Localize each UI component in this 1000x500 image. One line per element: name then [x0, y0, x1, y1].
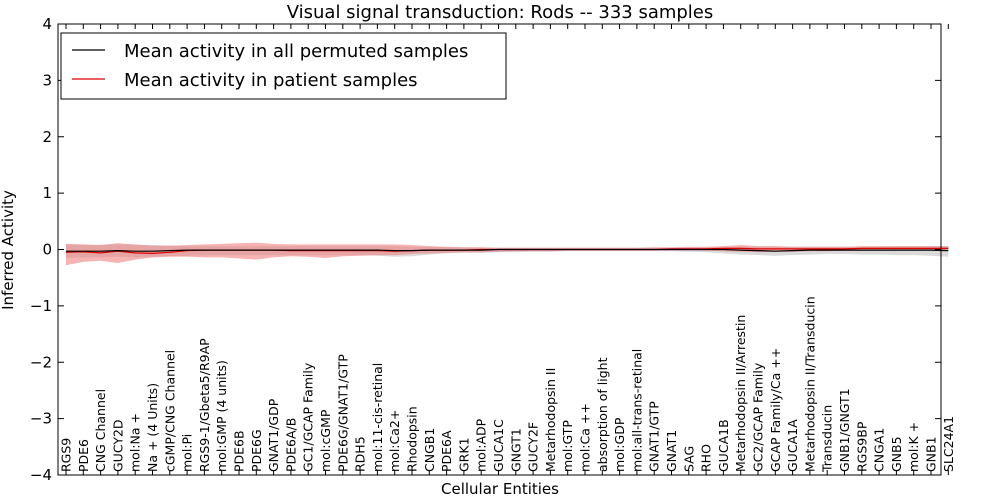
x-tick-label: RGS9-1/Gbeta5/R9AP — [197, 338, 212, 472]
x-tick-label: GNB5 — [889, 436, 904, 472]
x-tick-label: GNAT1/GDP — [266, 398, 281, 472]
x-tick-label: mol:ADP — [474, 418, 489, 472]
x-tick-label: mol:Na + — [128, 413, 143, 472]
x-tick-label: CNGB1 — [422, 428, 437, 472]
x-tick-label: Na + (4 Units) — [145, 383, 160, 472]
x-tick-label: mol:GTP — [560, 420, 575, 472]
x-tick-label: mol:Pi — [180, 434, 195, 472]
legend-frame — [60, 32, 507, 100]
legend-label-patient: Mean activity in patient samples — [124, 70, 418, 91]
x-tick-label: PDE6 — [76, 439, 91, 472]
legend-label-permuted: Mean activity in all permuted samples — [124, 41, 468, 62]
y-tick-label: 1 — [42, 184, 52, 202]
x-tick-label: mol:all-trans-retinal — [629, 349, 644, 472]
x-tick-label: Transducin — [820, 405, 835, 473]
x-tick-label: Metarhodopsin II/Transducin — [802, 296, 817, 472]
x-tick-label: GUCA1C — [491, 419, 506, 472]
x-tick-label: absorption of light — [595, 357, 610, 472]
x-tick-label: GNB1 — [924, 436, 939, 472]
x-tick-label: mol:K + — [906, 422, 921, 472]
x-tick-label: mol:Ca ++ — [578, 403, 593, 472]
x-tick-label: RDH5 — [353, 436, 368, 472]
x-tick-label: GNB1/GNGT1 — [837, 388, 852, 472]
confidence-bands — [66, 242, 949, 266]
x-tick-label: CNG Channel — [93, 389, 108, 472]
x-tick-label: GUCA1A — [785, 419, 800, 472]
x-tick-label: SAG — [681, 446, 696, 472]
y-tick-label: −4 — [30, 466, 52, 484]
x-tick-label: GCAP Family/Ca ++ — [768, 348, 783, 472]
x-tick-label: CNGA1 — [872, 428, 887, 472]
y-axis: −4 −3 −2 −1 0 1 2 3 4 — [30, 15, 941, 484]
y-tick-label: 4 — [42, 15, 52, 33]
x-tick-label: mol:cGMP — [318, 409, 333, 472]
x-tick-label: PDE6G — [249, 429, 264, 472]
y-tick-label: −3 — [30, 410, 52, 428]
x-tick-label: mol:GDP — [612, 417, 627, 472]
x-tick-label: RGS9 — [59, 438, 74, 472]
y-tick-label: 0 — [42, 241, 52, 259]
x-axis-label: Cellular Entities — [441, 480, 559, 498]
y-tick-label: 3 — [42, 71, 52, 89]
x-tick-label: GRK1 — [456, 437, 471, 472]
x-tick-label: PDE6G/GNAT1/GTP — [335, 354, 350, 472]
x-tick-label: mol:Ca2+ — [387, 410, 402, 472]
x-tick-label: GC2/GCAP Family — [751, 362, 766, 472]
x-tick-label: PDE6A — [439, 430, 454, 472]
x-tick-label: Rhodopsin — [405, 406, 420, 472]
x-tick-label: mol:GMP (4 units) — [214, 360, 229, 472]
x-tick-label: RGS9BP — [854, 421, 869, 472]
x-tick-label: Metarhodopsin II/Arrestin — [733, 315, 748, 472]
x-tick-label: Metarhodopsin II — [543, 368, 558, 472]
x-tick-label: RHO — [699, 444, 714, 472]
x-tick-label: GUCA1B — [716, 419, 731, 472]
y-axis-label: Inferred Activity — [0, 190, 17, 310]
x-tick-label: GC1/GCAP Family — [301, 362, 316, 472]
x-tick-label: PDE6B — [232, 430, 247, 472]
x-tick-label: PDE6A/B — [283, 418, 298, 472]
mean-lines — [65, 247, 949, 255]
x-tick-label: cGMP/CNG Channel — [162, 350, 177, 472]
x-tick-label: GNAT1 — [664, 430, 679, 472]
x-tick-label: SLC24A1 — [941, 416, 956, 472]
y-tick-label: −2 — [30, 353, 52, 371]
permuted-mean-line — [66, 248, 949, 252]
chart-title: Visual signal transduction: Rods -- 333 … — [287, 2, 714, 23]
x-tick-label: GNAT1/GTP — [647, 401, 662, 472]
x-tick-label: mol:11-cis-retinal — [370, 363, 385, 472]
legend: Mean activity in all permuted samples Me… — [60, 32, 507, 100]
x-tick-label: GUCY2F — [526, 422, 541, 472]
y-tick-label: −1 — [30, 297, 52, 315]
y-tick-label: 2 — [42, 128, 52, 146]
x-tick-label: GNGT1 — [508, 428, 523, 472]
x-tick-label: GUCY2D — [110, 419, 125, 472]
